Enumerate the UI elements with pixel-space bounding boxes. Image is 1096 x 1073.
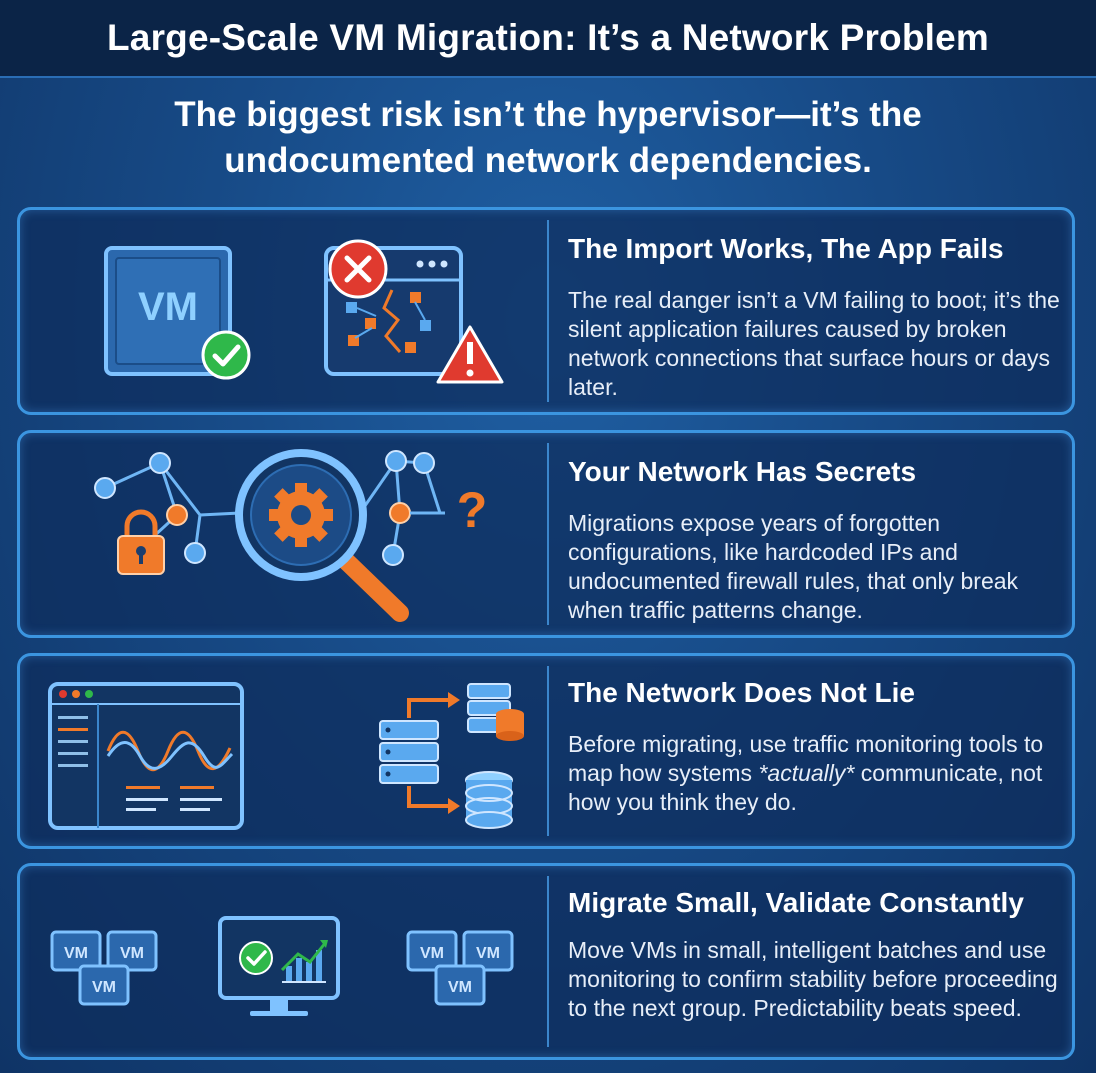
svg-text:VM: VM [92, 979, 116, 996]
panel-2-body: Migrations expose years of forgotten con… [568, 510, 1019, 623]
panel-3-illustration [20, 656, 545, 846]
panel-network-does-not-lie: The Network Does Not Lie Before migratin… [17, 653, 1075, 849]
monitoring-dashboard-icon [48, 682, 244, 830]
vm-cluster-icon-left: VM VM VM [50, 930, 158, 1006]
error-x-circle-icon [328, 239, 388, 299]
page-title: Large-Scale VM Migration: It’s a Network… [106, 17, 990, 58]
server-rack-icon [379, 720, 439, 784]
panel-3-body: Before migrating, use traffic monitoring… [568, 730, 1068, 817]
vm-cluster-icon-right: VM VM VM [406, 930, 514, 1006]
panel-2-divider [547, 443, 549, 625]
server-database-icon [467, 683, 524, 741]
question-mark-icon: ? [457, 482, 488, 538]
panel-3-text: The Network Does Not Lie Before migratin… [568, 656, 1058, 846]
magnifier-gear-icon [235, 449, 409, 622]
panel-1-body: The real danger isn’t a VM failing to bo… [568, 287, 1060, 400]
panel-3-divider [547, 666, 549, 836]
panel-import-works: VM [17, 207, 1075, 415]
svg-text:VM: VM [420, 945, 444, 962]
validation-monitor-icon [218, 916, 340, 1016]
subtitle-line-1: The biggest risk isn’t the hypervisor—it… [174, 95, 922, 134]
panel-2-illustration: ? [20, 433, 545, 635]
padlock-icon [117, 509, 165, 575]
panel-3-heading: The Network Does Not Lie [568, 677, 915, 708]
svg-text:VM: VM [476, 945, 500, 962]
check-circle-icon [201, 330, 251, 380]
panel-1-heading: The Import Works, The App Fails [568, 233, 1004, 264]
flow-arrow-icon [407, 692, 460, 814]
vm-label: VM [138, 285, 198, 329]
panel-3-body-pre: Before migrating, use traffic monitoring… [568, 731, 1044, 786]
panel-4-text: Migrate Small, Validate Constantly Move … [568, 866, 1058, 1057]
svg-text:VM: VM [120, 945, 144, 962]
warning-triangle-icon [436, 325, 504, 384]
panel-network-secrets: ? Your Network Has Secrets Migrations ex… [17, 430, 1075, 638]
panel-1-text: The Import Works, The App Fails The real… [568, 210, 1060, 412]
panel-2-heading: Your Network Has Secrets [568, 456, 917, 487]
panel-3-body-post: communicate, not how you think they do. [568, 760, 1043, 815]
svg-text:VM: VM [448, 979, 472, 996]
panel-4-body: Move VMs in small, intelligent batches a… [568, 937, 1058, 1021]
panel-4-heading: Migrate Small, Validate Constantly [568, 887, 1024, 918]
database-icon [465, 771, 513, 829]
title-bar: Large-Scale VM Migration: It’s a Network… [0, 0, 1096, 78]
panel-migrate-small: VM VM VM VM [17, 863, 1075, 1060]
subtitle-line-2: undocumented network dependencies. [224, 141, 872, 180]
svg-text:?: ? [457, 482, 488, 538]
panel-4-illustration: VM VM VM VM [20, 866, 545, 1057]
panel-2-text: Your Network Has Secrets Migrations expo… [568, 433, 1058, 635]
vm-screen-icon: VM [104, 246, 232, 376]
panel-1-illustration: VM [20, 210, 545, 412]
subtitle: The biggest risk isn’t the hypervisor—it… [0, 92, 1096, 184]
svg-text:VM: VM [64, 945, 88, 962]
panel-3-body-emphasis: *actually* [758, 760, 855, 786]
panel-1-divider [547, 220, 549, 402]
panel-4-divider [547, 876, 549, 1047]
network-graph-icon [94, 450, 445, 566]
